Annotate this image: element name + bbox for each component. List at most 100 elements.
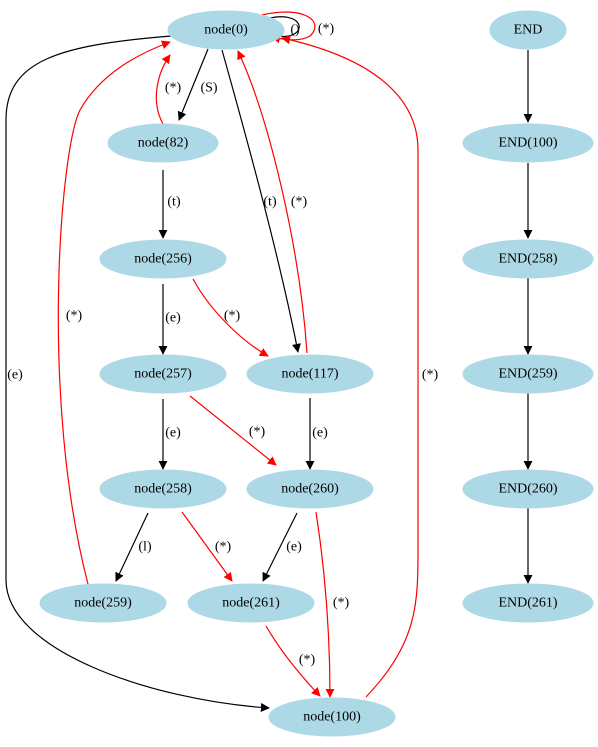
node-label: node(257) bbox=[134, 367, 192, 382]
node-label: END(260) bbox=[498, 482, 557, 497]
node-label: node(258) bbox=[134, 482, 192, 497]
node-label: END(259) bbox=[498, 367, 557, 382]
edge-line bbox=[155, 54, 171, 125]
edge-label: (*) bbox=[249, 425, 266, 440]
node-label: END(258) bbox=[498, 252, 557, 267]
edge-line bbox=[192, 278, 269, 357]
node-shape bbox=[462, 123, 594, 163]
edge-label: (e) bbox=[7, 368, 23, 383]
edge-line bbox=[281, 35, 419, 698]
node-shape bbox=[268, 697, 396, 737]
edge-n117-to-n260: (e) bbox=[305, 398, 328, 470]
edge-label: (*) bbox=[422, 368, 439, 383]
edges-layer: () (*) (*) (S) (t) (t) (*) (e) (*) (*) (e) (*) (e) (*… bbox=[5, 11, 533, 712]
node-shape bbox=[462, 239, 594, 279]
edge-label: (e) bbox=[165, 311, 181, 326]
edge-n257-to-n260: (*) bbox=[189, 395, 277, 466]
node-shape bbox=[462, 469, 594, 509]
node-shape bbox=[462, 583, 594, 623]
node-end261: END(261) bbox=[462, 583, 594, 623]
edge-n0-to-n117: (t) bbox=[221, 49, 301, 353]
node-n256: node(256) bbox=[99, 239, 227, 279]
node-shape bbox=[99, 469, 227, 509]
node-shape bbox=[246, 354, 374, 394]
edge-n260-to-n100: (*) bbox=[315, 511, 350, 698]
node-label: node(260) bbox=[281, 482, 339, 497]
node-label: node(261) bbox=[222, 596, 280, 611]
edge-label: (*) bbox=[333, 596, 350, 611]
edge-label: (t) bbox=[167, 195, 181, 210]
edge-n117-to-n0: (*) bbox=[237, 50, 308, 354]
edge-line bbox=[115, 512, 149, 582]
node-label: END(261) bbox=[498, 596, 557, 611]
edge-n100-to-n0: (*) bbox=[281, 35, 439, 698]
edge-n256-to-n117: (*) bbox=[192, 278, 269, 357]
node-shape bbox=[99, 239, 227, 279]
edge-label: (e) bbox=[286, 540, 302, 555]
edge-n260-to-n261: (e) bbox=[262, 512, 302, 582]
edge-line bbox=[57, 40, 171, 585]
edge-label: (*) bbox=[165, 81, 182, 96]
node-n100: node(100) bbox=[268, 697, 396, 737]
node-shape bbox=[39, 583, 167, 623]
edge-line bbox=[181, 511, 233, 582]
nodes-layer: node(0) node(82) node(256) node(257) node(11… bbox=[39, 10, 594, 737]
edge-n261-to-n100: (*) bbox=[265, 625, 321, 697]
node-end259: END(259) bbox=[462, 354, 594, 394]
edge-label: (*) bbox=[224, 309, 241, 324]
node-label: node(100) bbox=[303, 710, 361, 725]
node-n260: node(260) bbox=[246, 469, 374, 509]
edge-label: (t) bbox=[263, 195, 277, 210]
node-label: END bbox=[514, 23, 543, 38]
edge-line bbox=[265, 625, 321, 697]
node-label: node(117) bbox=[281, 367, 338, 382]
node-label: node(256) bbox=[134, 252, 192, 267]
node-label: node(0) bbox=[204, 23, 248, 38]
node-n117: node(117) bbox=[246, 354, 374, 394]
edge-label: (*) bbox=[299, 653, 316, 668]
node-n261: node(261) bbox=[187, 583, 315, 623]
edge-line bbox=[189, 395, 277, 466]
edge-line bbox=[262, 512, 298, 582]
edge-n82-to-n256: (t) bbox=[158, 170, 181, 239]
node-n258: node(258) bbox=[99, 469, 227, 509]
node-n259: node(259) bbox=[39, 583, 167, 623]
node-end100: END(100) bbox=[462, 123, 594, 163]
edge-n0-to-n82: (S) bbox=[177, 48, 218, 121]
node-label: END(100) bbox=[498, 136, 557, 151]
edge-line bbox=[237, 50, 308, 354]
edge-line bbox=[177, 48, 209, 121]
edge-label: (*) bbox=[291, 195, 308, 210]
edge-line bbox=[315, 511, 335, 698]
node-shape bbox=[246, 469, 374, 509]
edge-label: (e) bbox=[312, 426, 328, 441]
edge-label: (l) bbox=[138, 540, 152, 555]
edge-line bbox=[221, 49, 301, 353]
edge-n258-to-n261: (*) bbox=[181, 511, 233, 582]
edge-n257-to-n258: (e) bbox=[158, 399, 181, 470]
edge-label: (e) bbox=[165, 426, 181, 441]
node-n82: node(82) bbox=[107, 123, 219, 163]
edge-n82-to-n0: (*) bbox=[155, 54, 182, 125]
node-shape bbox=[187, 583, 315, 623]
node-n0: node(0) bbox=[167, 10, 285, 50]
edge-line bbox=[5, 35, 270, 712]
edge-n0-to-n100: (e) bbox=[5, 35, 270, 712]
node-end: END bbox=[489, 10, 567, 50]
edge-label: (S) bbox=[200, 81, 217, 96]
node-shape bbox=[489, 10, 567, 50]
node-label: node(259) bbox=[74, 596, 132, 611]
node-shape bbox=[167, 10, 285, 50]
node-n257: node(257) bbox=[99, 354, 227, 394]
edge-label: () bbox=[290, 23, 300, 38]
edge-label: (*) bbox=[66, 309, 83, 324]
edge-n258-to-n259: (l) bbox=[115, 512, 152, 582]
node-end258: END(258) bbox=[462, 239, 594, 279]
edge-label: (*) bbox=[318, 22, 335, 37]
node-shape bbox=[99, 354, 227, 394]
node-label: node(82) bbox=[138, 136, 189, 151]
edge-n256-to-n257: (e) bbox=[158, 284, 181, 355]
node-shape bbox=[107, 123, 219, 163]
node-end260: END(260) bbox=[462, 469, 594, 509]
